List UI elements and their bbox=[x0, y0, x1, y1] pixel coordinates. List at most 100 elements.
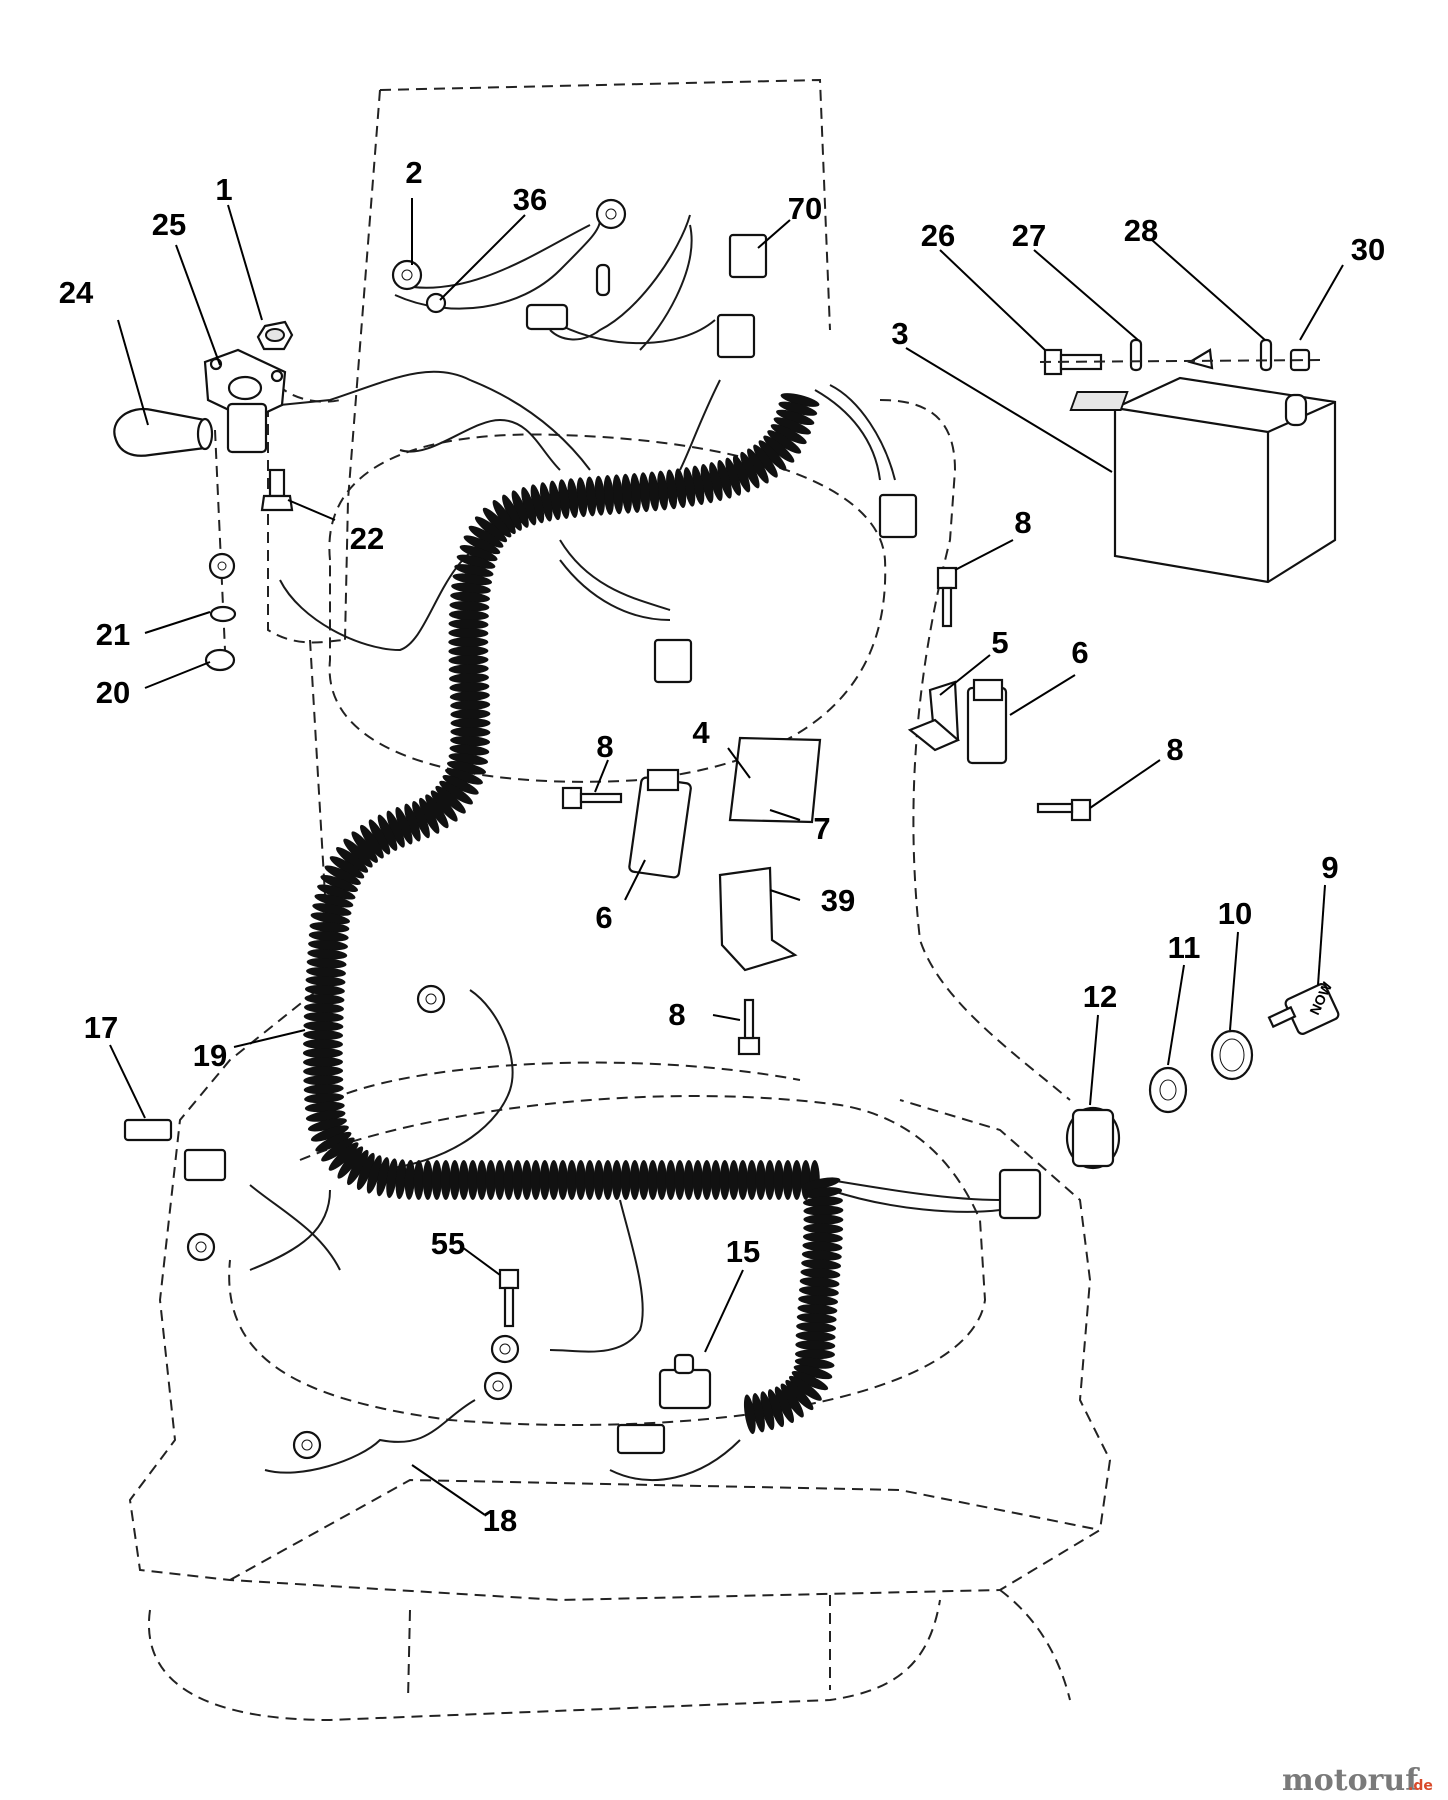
coil-loop bbox=[450, 709, 491, 720]
callout-8-bottom: 8 bbox=[668, 997, 685, 1032]
coil-loop bbox=[567, 478, 579, 518]
coil-loop bbox=[376, 1157, 390, 1197]
coil-loop bbox=[719, 1160, 730, 1200]
coil-loop bbox=[448, 664, 489, 675]
coil-loop bbox=[795, 1331, 836, 1342]
coil-loop bbox=[347, 1149, 369, 1186]
coil-loop bbox=[710, 1160, 721, 1200]
coil-loop bbox=[458, 1160, 469, 1200]
coil-loop bbox=[778, 401, 818, 416]
coil-loop bbox=[449, 601, 490, 612]
coil-loop bbox=[803, 1196, 843, 1207]
coil-loop bbox=[612, 474, 623, 515]
coil-loop bbox=[386, 1158, 398, 1199]
coil-loop bbox=[674, 468, 687, 509]
coil-loop bbox=[797, 1304, 838, 1315]
coil-loop bbox=[773, 417, 812, 435]
coil-loop bbox=[303, 1057, 343, 1068]
coil-loop bbox=[512, 1160, 523, 1200]
coil-loop bbox=[585, 476, 597, 517]
coil-loop bbox=[803, 1205, 844, 1216]
coil-loop bbox=[725, 457, 742, 496]
coil-loop bbox=[439, 780, 473, 805]
coil-loop bbox=[760, 1391, 775, 1431]
coil-loop bbox=[575, 1160, 586, 1200]
coil-loop bbox=[306, 967, 346, 978]
part-24-terminal-boot bbox=[113, 407, 214, 457]
coil-loop bbox=[503, 1160, 514, 1200]
coil-loop bbox=[431, 1160, 442, 1200]
coil-loop bbox=[449, 691, 490, 702]
coil-loop bbox=[743, 1394, 756, 1435]
coil-loop bbox=[474, 516, 508, 543]
coil-loop bbox=[413, 1160, 424, 1200]
coil-loop bbox=[630, 473, 641, 513]
coil-loop bbox=[308, 939, 348, 951]
coil-loop bbox=[558, 479, 570, 519]
part-1-nut bbox=[256, 320, 294, 351]
coil-loop bbox=[665, 1160, 676, 1200]
coil-loop bbox=[647, 1160, 658, 1200]
coil-loop bbox=[310, 912, 351, 925]
coil-loop bbox=[785, 1379, 814, 1411]
coil-loop bbox=[774, 1386, 794, 1424]
coil-loop bbox=[801, 1177, 841, 1190]
watermark-brand: motoruf bbox=[1282, 1763, 1420, 1798]
coil-loop bbox=[452, 573, 493, 586]
coil-loop bbox=[539, 482, 553, 522]
coil-loop bbox=[395, 1159, 407, 1200]
coil-loop bbox=[449, 673, 489, 684]
coil-loop bbox=[492, 500, 516, 535]
coil-loop bbox=[737, 1160, 748, 1200]
callout-8-right: 8 bbox=[1166, 732, 1183, 767]
coil-loop bbox=[767, 430, 802, 454]
coil-loop bbox=[359, 824, 384, 859]
part-12-ignition-switch bbox=[1065, 1106, 1121, 1170]
callout-27: 27 bbox=[1012, 218, 1046, 253]
callout-20: 20 bbox=[96, 675, 130, 710]
chassis-outline bbox=[128, 78, 1112, 1722]
callout-39: 39 bbox=[821, 883, 855, 918]
coil-loop bbox=[656, 1160, 667, 1200]
leader-lines bbox=[109, 198, 1344, 1516]
coil-loop bbox=[799, 1277, 840, 1288]
coil-loop bbox=[337, 1146, 364, 1179]
coil-loop bbox=[377, 814, 398, 851]
callout-8-top: 8 bbox=[1014, 505, 1031, 540]
coil-loop bbox=[753, 444, 778, 478]
callout-2: 2 bbox=[405, 155, 422, 190]
callout-17: 17 bbox=[84, 1010, 118, 1045]
coil-loop bbox=[530, 1160, 541, 1200]
coil-loop bbox=[307, 949, 348, 960]
part-3-battery bbox=[1069, 376, 1337, 584]
part-10-bezel bbox=[1210, 1029, 1254, 1081]
coil-loop bbox=[566, 1160, 577, 1200]
coil-loop bbox=[419, 797, 440, 834]
callout-22: 22 bbox=[350, 521, 384, 556]
coil-loop bbox=[521, 487, 537, 526]
watermark-suffix: .de bbox=[1408, 1778, 1433, 1794]
coil-loop bbox=[303, 1075, 344, 1086]
callout-10: 10 bbox=[1218, 896, 1252, 931]
coil-loop bbox=[343, 838, 373, 868]
callout-28: 28 bbox=[1124, 213, 1158, 248]
coil-loop bbox=[763, 435, 795, 463]
coil-loop bbox=[309, 922, 350, 933]
callout-24: 24 bbox=[59, 275, 94, 310]
ring-terminals bbox=[186, 198, 627, 1460]
coil-loop bbox=[594, 475, 606, 516]
coil-loop bbox=[700, 463, 714, 504]
callout-6-left: 6 bbox=[595, 900, 612, 935]
coiled-wire-harness bbox=[302, 393, 844, 1435]
coil-loop bbox=[485, 1160, 496, 1200]
coil-loop bbox=[802, 1232, 843, 1243]
coil-loop bbox=[448, 646, 489, 657]
coil-loop bbox=[467, 1160, 478, 1200]
harness-connectors bbox=[183, 233, 1042, 1455]
coil-loop bbox=[476, 1160, 487, 1200]
callout-12: 12 bbox=[1083, 979, 1117, 1014]
coil-loop bbox=[795, 1340, 836, 1351]
callout-6-right: 6 bbox=[1071, 635, 1088, 670]
coil-loop bbox=[448, 753, 489, 765]
callout-3: 3 bbox=[891, 316, 908, 351]
